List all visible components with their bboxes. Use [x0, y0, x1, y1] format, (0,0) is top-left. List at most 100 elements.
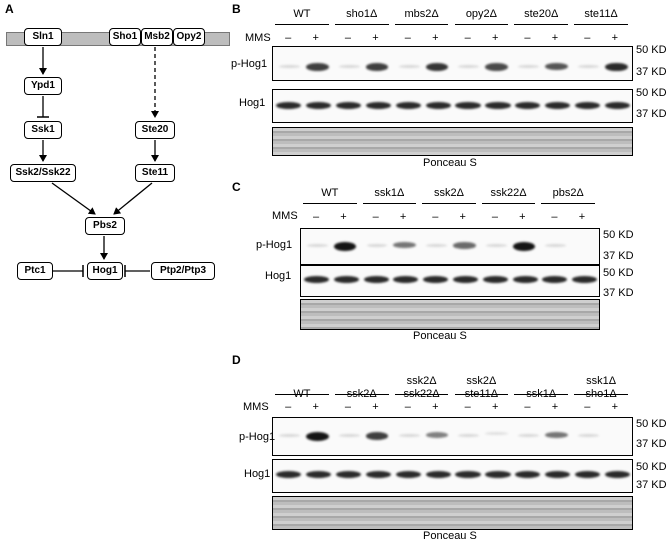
- panel_b-phog1-band-minus: [398, 65, 420, 68]
- panel_b-hog1-band: [605, 102, 631, 109]
- panel-c-phog1-label: p-Hog1: [256, 239, 293, 251]
- panel-d-kd50-bottom: 50 KD: [636, 461, 667, 473]
- panel-a-letter: A: [5, 2, 14, 16]
- panel-b-kd37-bottom: 37 KD: [636, 108, 667, 120]
- panel_d-hog1-band: [305, 471, 332, 478]
- panel_c-group-line: [303, 203, 357, 204]
- panel-c-kd37-bottom: 37 KD: [603, 287, 634, 299]
- panel_b-ponceau-stain: [272, 127, 633, 156]
- panel_d-phog1-band-plus: [485, 432, 509, 436]
- panel_b-group-line: [574, 24, 628, 25]
- panel_d-group-label: ssk2Δ: [406, 375, 437, 387]
- panel_b-mms-minus: –: [344, 32, 352, 44]
- panel_b-hog1-band: [365, 102, 391, 109]
- node-ste11: Ste11: [135, 164, 175, 182]
- panel_d-group-line: [514, 394, 569, 395]
- panel-c-kd50-top: 50 KD: [603, 229, 634, 241]
- panel_b-hog1-band: [395, 102, 421, 109]
- panel_c-group-line: [422, 203, 476, 204]
- panel_d-hog1-band: [545, 471, 571, 478]
- panel-d-letter: D: [232, 353, 241, 367]
- panel_c-group-label: pbs2Δ: [552, 187, 584, 199]
- panel_d-mms-minus: –: [464, 401, 471, 413]
- panel_c-phog1-band-plus: [393, 242, 417, 249]
- panel-d-phog1-label: p-Hog1: [239, 431, 276, 443]
- panel-b-kd50-top: 50 KD: [636, 44, 667, 56]
- panel_b-hog1-band: [545, 102, 571, 109]
- panel_c-hog1-band: [393, 276, 419, 283]
- panel_d-hog1-band: [575, 471, 601, 478]
- panel_c-phog1-band-plus: [333, 242, 357, 251]
- panel_b-mms-plus: +: [551, 32, 559, 44]
- panel_d-mms-plus: +: [551, 401, 559, 413]
- panel_c-mms-minus: –: [372, 211, 379, 223]
- panel_b-phog1-band-plus: [485, 63, 509, 71]
- panel_c-hog1-band: [423, 276, 449, 283]
- panel_d-group-label: ssk1Δ: [586, 375, 617, 387]
- panel_b-phog1-band-plus: [425, 63, 449, 72]
- node-ssk2-ssk22: Ssk2/Ssk22: [10, 164, 76, 182]
- panel_b-group-line: [454, 24, 509, 25]
- panel_b-mms-minus: –: [285, 32, 292, 44]
- panel_c-ponceau-stain: [300, 299, 600, 330]
- panel_d-hog1-blot: [272, 459, 633, 493]
- panel_b-group-line: [394, 24, 449, 25]
- panel_c-mms-plus: +: [519, 211, 526, 223]
- node-sln1: Sln1: [24, 28, 62, 46]
- panel-d-kd37-top: 37 KD: [636, 438, 667, 450]
- panel_b-phog1-band-plus: [605, 63, 628, 72]
- panel_b-phog1-band-minus: [578, 65, 600, 68]
- panel_b-phog1-band-plus: [365, 63, 389, 71]
- panel_d-phog1-band-minus: [578, 434, 600, 437]
- panel_d-hog1-band: [455, 471, 481, 478]
- panel_c-phog1-band-minus: [426, 244, 448, 247]
- panel_b-group-line: [334, 24, 389, 25]
- panel-d-mms-label: MMS: [243, 401, 269, 413]
- panel-d-hog1-label: Hog1: [244, 468, 271, 480]
- node-ste20: Ste20: [135, 121, 175, 139]
- panel_b-hog1-band: [575, 102, 601, 109]
- panel_b-mms-plus: +: [432, 32, 439, 44]
- panel_d-mms-plus: +: [372, 401, 379, 413]
- panel_c-group-label: ssk1Δ: [374, 187, 405, 199]
- panel_d-hog1-band: [335, 471, 361, 478]
- panel_d-mms-minus: –: [285, 401, 292, 413]
- panel_d-mms-plus: +: [432, 401, 439, 413]
- panel_c-group-line: [541, 203, 595, 204]
- panel_b-group-label: opy2Δ: [465, 8, 498, 20]
- panel-d-ponceau-label: Ponceau S: [423, 530, 477, 542]
- panel_b-group-line: [514, 24, 569, 25]
- panel_d-phog1-band-plus: [305, 432, 329, 441]
- panel_c-hog1-band: [482, 276, 508, 283]
- panel_d-ponceau-stain: [272, 496, 633, 530]
- panel_b-phog1-band-minus: [518, 65, 540, 68]
- panel_c-hog1-band: [572, 276, 598, 283]
- panel_d-group-line: [574, 394, 628, 395]
- panel-b-kd50-bottom: 50 KD: [636, 87, 667, 99]
- panel_d-hog1-band: [365, 471, 391, 478]
- panel-b-ponceau-label: Ponceau S: [423, 157, 477, 169]
- panel_b-group-label: sho1Δ: [346, 8, 378, 20]
- arrow-ssk2-pbs2: [51, 182, 96, 215]
- panel_d-hog1-band: [275, 471, 302, 478]
- panel_d-hog1-band: [605, 471, 631, 478]
- node-sho1: Sho1: [109, 28, 141, 46]
- panel_d-mms-plus: +: [312, 401, 319, 413]
- panel-b-kd37-top: 37 KD: [636, 66, 667, 78]
- panel_c-phog1-band-minus: [485, 244, 507, 247]
- panel_b-mms-plus: +: [372, 32, 379, 44]
- panel-c-mms-label: MMS: [272, 210, 298, 222]
- panel_d-phog1-band-plus: [545, 432, 568, 439]
- panel_d-group-line: [275, 394, 329, 395]
- panel-d-kd37-bottom: 37 KD: [636, 479, 667, 491]
- panel-c-hog1-label: Hog1: [265, 270, 292, 282]
- panel_b-phog1-band-minus: [278, 65, 300, 68]
- panel_c-group-label: ssk2Δ: [434, 187, 464, 199]
- panel_d-group-line: [334, 394, 389, 395]
- node-pbs2: Pbs2: [85, 217, 125, 235]
- panel_b-hog1-band: [335, 102, 361, 109]
- panel_d-mms-minus: –: [404, 401, 411, 413]
- panel_c-hog1-band: [303, 276, 329, 283]
- panel_c-mms-plus: +: [578, 211, 586, 223]
